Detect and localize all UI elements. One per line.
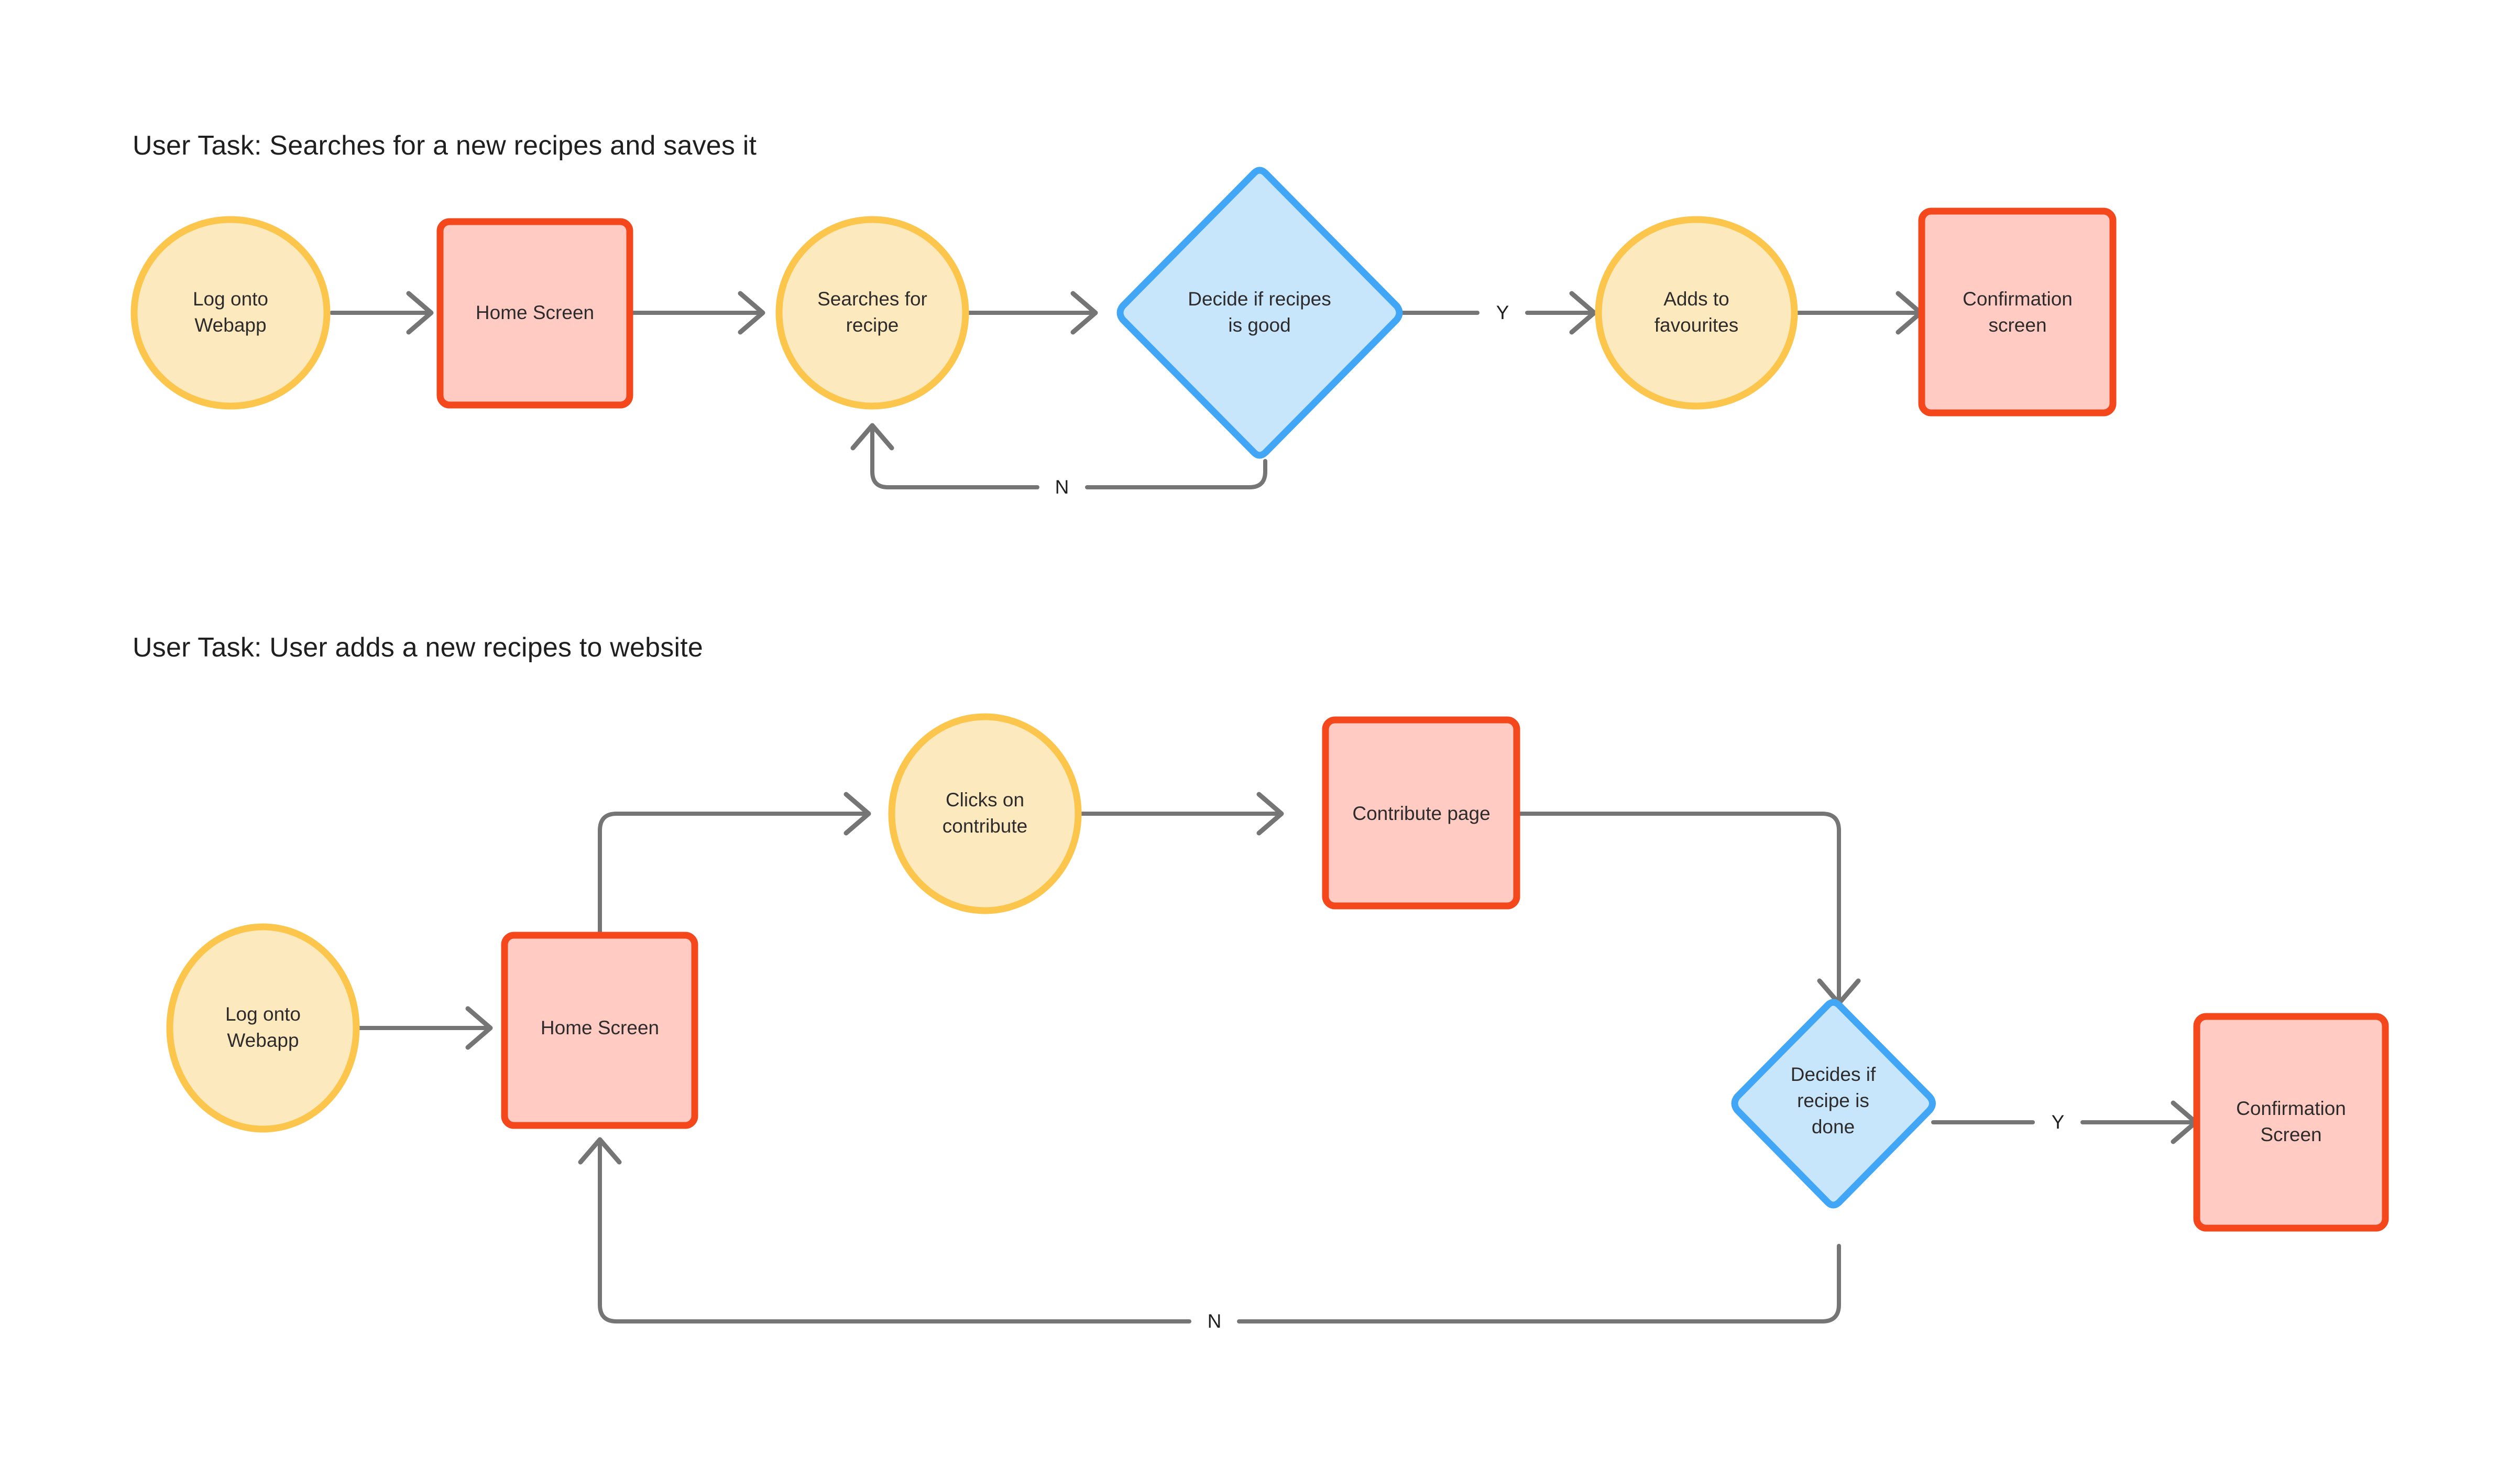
node-confirmation-screen-row2[interactable]: Confirmation Screen bbox=[2193, 1013, 2389, 1232]
edge-label-no-row2: N bbox=[1208, 1310, 1222, 1332]
node-label-line-2: Webapp bbox=[194, 314, 266, 336]
node-login-webapp-row1[interactable]: Log onto Webapp bbox=[130, 216, 331, 410]
node-shape-circle[interactable] bbox=[130, 216, 331, 410]
arrowhead-home-to-clicks bbox=[843, 792, 871, 836]
node-label-line-1: Confirmation bbox=[2236, 1098, 2346, 1119]
node-searches-for-recipe[interactable]: Searches for recipe bbox=[775, 216, 969, 410]
arrowhead-search-to-decide bbox=[1070, 291, 1098, 335]
node-home-screen-row1[interactable]: Home Screen bbox=[436, 218, 633, 409]
flow1-nodes: Log onto Webapp Home Screen Searches for… bbox=[130, 167, 2117, 459]
edge-decides-to-home-loop-left bbox=[598, 1143, 1191, 1323]
flow-title-search-save: User Task: Searches for a new recipes an… bbox=[133, 130, 757, 161]
edge-label-yes-row2: Y bbox=[2052, 1111, 2065, 1133]
edge-contribute-to-decides-elbow bbox=[1514, 812, 1841, 1000]
node-label-line-2: favourites bbox=[1655, 314, 1738, 336]
node-label-line-1: Adds to bbox=[1663, 288, 1729, 310]
node-label-line-2: Screen bbox=[2260, 1124, 2321, 1145]
arrowhead-decide-to-favourites bbox=[1569, 291, 1597, 335]
node-label-line-1: Log onto bbox=[193, 288, 268, 310]
node-label-line-2: recipe is bbox=[1797, 1090, 1869, 1111]
node-shape-diamond[interactable] bbox=[1116, 167, 1403, 459]
node-label-line-2: contribute bbox=[943, 815, 1028, 837]
node-label-line-1: Decide if recipes bbox=[1188, 288, 1331, 310]
node-label-line-1: Searches for bbox=[817, 288, 927, 310]
node-contribute-page[interactable]: Contribute page bbox=[1322, 716, 1520, 910]
node-label-line-1: Home Screen bbox=[541, 1017, 659, 1038]
arrowhead-loop-to-home-row2 bbox=[578, 1137, 622, 1165]
node-confirmation-screen-row1[interactable]: Confirmation screen bbox=[1918, 207, 2117, 417]
node-shape-circle[interactable] bbox=[775, 216, 969, 410]
node-label-line-1: Log onto bbox=[225, 1003, 301, 1025]
node-shape-diamond[interactable] bbox=[1731, 999, 1936, 1209]
edge-label-yes-row1: Y bbox=[1496, 302, 1509, 323]
edge-decide-to-search-loop-right bbox=[1085, 459, 1267, 489]
arrowhead-login-to-home bbox=[406, 291, 434, 335]
node-shape-rect[interactable] bbox=[436, 218, 633, 409]
edge-decide-to-search-loop-left bbox=[870, 428, 1039, 489]
node-label-line-2: Webapp bbox=[227, 1030, 299, 1051]
node-shape-rect[interactable] bbox=[1918, 207, 2117, 417]
node-shape-rect[interactable] bbox=[2193, 1013, 2389, 1232]
node-decide-if-recipes-good[interactable]: Decide if recipes is good bbox=[1116, 167, 1403, 459]
node-label-line-3: done bbox=[1812, 1116, 1855, 1137]
node-clicks-on-contribute[interactable]: Clicks on contribute bbox=[888, 713, 1082, 914]
node-label-line-2: screen bbox=[1988, 314, 2046, 336]
node-label-line-2: recipe bbox=[846, 314, 899, 336]
arrowhead-loop-to-search bbox=[850, 423, 894, 451]
node-label-line-1: Decides if bbox=[1791, 1064, 1876, 1085]
flow2-connectors: Y N bbox=[349, 792, 2198, 1332]
arrowhead-login-to-home-row2 bbox=[465, 1006, 493, 1050]
node-shape-circle[interactable] bbox=[166, 923, 360, 1133]
node-adds-to-favourites[interactable]: Adds to favourites bbox=[1595, 216, 1798, 410]
node-login-webapp-row2[interactable]: Log onto Webapp bbox=[166, 923, 360, 1133]
node-label-line-1: Contribute page bbox=[1352, 803, 1490, 824]
edge-decides-to-home-loop-right bbox=[1237, 1244, 1841, 1323]
flow2-nodes: Log onto Webapp Home Screen Clicks on co… bbox=[166, 713, 2389, 1232]
arrowhead-home-to-search bbox=[738, 291, 765, 335]
node-shape-circle[interactable] bbox=[888, 713, 1082, 914]
node-shape-rect[interactable] bbox=[1322, 716, 1520, 910]
node-label-line-1: Clicks on bbox=[946, 789, 1024, 811]
node-label-line-1: Confirmation bbox=[1963, 288, 2073, 310]
node-label-line-2: is good bbox=[1228, 314, 1290, 336]
node-label-line-1: Home Screen bbox=[476, 302, 594, 323]
node-home-screen-row2[interactable]: Home Screen bbox=[501, 932, 698, 1129]
node-decides-if-recipe-done[interactable]: Decides if recipe is done bbox=[1731, 999, 1936, 1209]
edge-home-to-clicks-elbow bbox=[598, 812, 867, 937]
edge-label-no-row1: N bbox=[1055, 476, 1069, 498]
arrowhead-clicks-to-contribute bbox=[1256, 792, 1284, 836]
node-shape-circle[interactable] bbox=[1595, 216, 1798, 410]
flow-title-add-recipe: User Task: User adds a new recipes to we… bbox=[133, 632, 703, 663]
flow1-connectors: Y N bbox=[330, 291, 1923, 498]
node-shape-rect[interactable] bbox=[501, 932, 698, 1129]
